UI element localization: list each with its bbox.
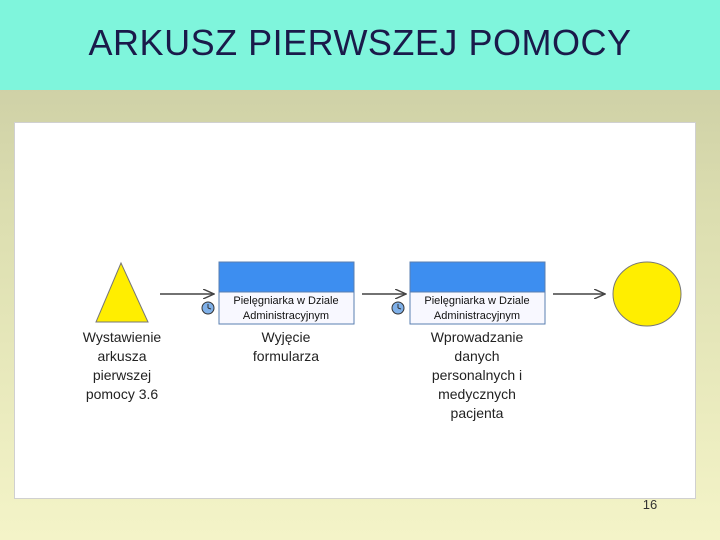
label-line: Wprowadzanie [430, 329, 524, 345]
label-line: danych [454, 348, 500, 364]
task-box: Pielęgniarka w Dziale Administracyjnym [409, 261, 546, 325]
task-role-line: Pielęgniarka w Dziale [233, 295, 338, 307]
label-line: arkusza [97, 348, 147, 364]
label-line: medycznych [438, 386, 516, 402]
clock-icon [201, 301, 215, 315]
task-header [218, 261, 355, 293]
label-line: pacjenta [450, 405, 504, 421]
label-line: pomocy 3.6 [85, 386, 159, 402]
task-box: Pielęgniarka w Dziale Administracyjnym [218, 261, 355, 325]
label-line: Wystawienie [82, 329, 162, 345]
task-label: Wyjęcie formularza [218, 328, 354, 366]
task-role-line: Administracyjnym [243, 310, 329, 322]
task-role-line: Pielęgniarka w Dziale [424, 295, 529, 307]
start-event-triangle [95, 261, 149, 323]
slide-title: ARKUSZ PIERWSZEJ POMOCY [88, 22, 632, 63]
task-label: Wprowadzanie danych personalnych i medyc… [404, 328, 550, 423]
page-number: 16 [642, 497, 658, 512]
label-line: formularza [252, 348, 320, 364]
label-line: pierwszej [92, 367, 152, 383]
title-bar [0, 0, 720, 90]
label-line: Wyjęcie [261, 329, 311, 345]
label-line: personalnych i [431, 367, 523, 383]
end-event-circle [612, 261, 682, 327]
start-event-label: Wystawienie arkusza pierwszej pomocy 3.6 [54, 328, 190, 404]
clock-icon [391, 301, 405, 315]
task-role-line: Administracyjnym [434, 310, 520, 322]
task-header [409, 261, 546, 293]
